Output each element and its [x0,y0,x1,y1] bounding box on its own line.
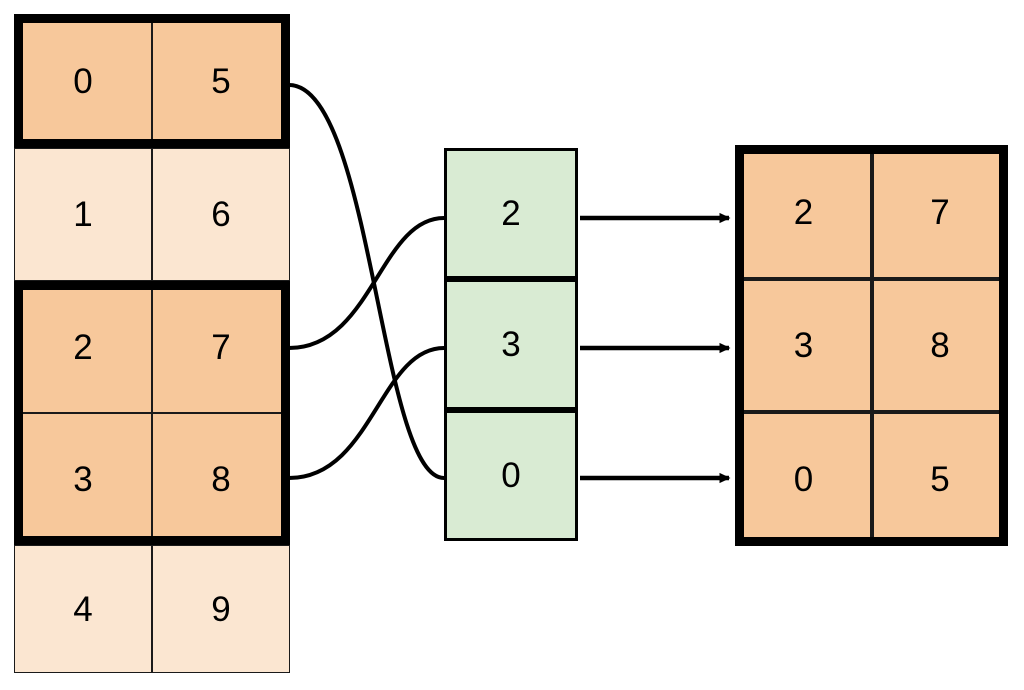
index-cell-2[interactable]: 0 [444,410,578,541]
link-curve-row0-to-index2 [288,83,445,480]
source-cell-r4c1[interactable]: 9 [152,545,290,673]
source-table: 0 5 1 6 2 7 3 8 4 9 [14,14,290,673]
source-cell-r2c0[interactable]: 2 [14,281,152,413]
source-cell-r0c0[interactable]: 0 [14,14,152,148]
link-curve-row3-to-index1 [288,346,445,480]
index-column: 2 3 0 [444,148,578,541]
result-cell-r0c0[interactable]: 2 [735,145,872,279]
result-cell-r0c1[interactable]: 7 [872,145,1008,279]
result-cell-r2c0[interactable]: 0 [735,412,872,546]
source-cell-r3c0[interactable]: 3 [14,413,152,545]
result-cell-r1c1[interactable]: 8 [872,279,1008,412]
result-cell-r1c0[interactable]: 3 [735,279,872,412]
source-cell-r1c1[interactable]: 6 [152,148,290,281]
index-cell-1[interactable]: 3 [444,279,578,410]
source-cell-r2c1[interactable]: 7 [152,281,290,413]
result-table: 2 7 3 8 0 5 [735,145,1008,546]
source-cell-r1c0[interactable]: 1 [14,148,152,281]
index-cell-0[interactable]: 2 [444,148,578,279]
source-cell-r3c1[interactable]: 8 [152,413,290,545]
source-cell-r4c0[interactable]: 4 [14,545,152,673]
result-cell-r2c1[interactable]: 5 [872,412,1008,546]
link-curve-row2-to-index0 [288,216,445,350]
source-cell-r0c1[interactable]: 5 [152,14,290,148]
